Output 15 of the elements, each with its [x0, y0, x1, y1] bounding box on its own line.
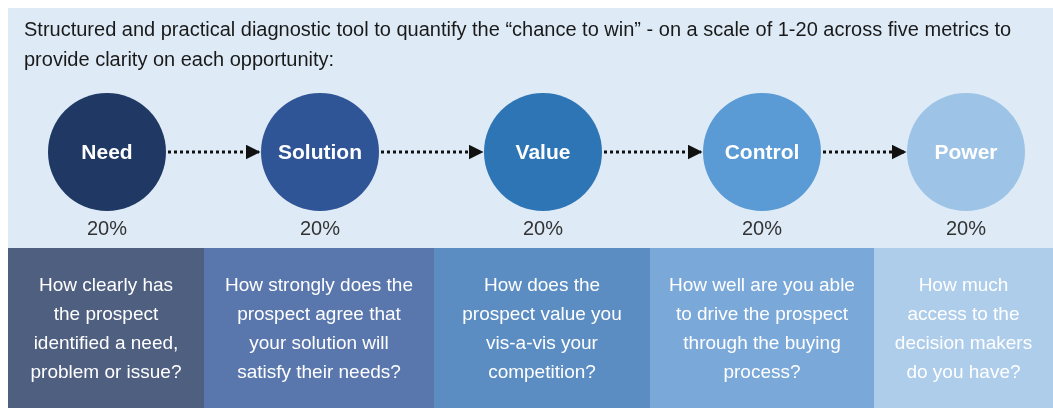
- percentage-label: 20%: [299, 217, 341, 240]
- question-text: How does the prospect value you vis-a-vis your competition?: [434, 248, 650, 408]
- question-text: How well are you able to drive the prospect through the buying process?: [650, 248, 874, 408]
- percentage-label: 20%: [86, 217, 128, 240]
- dotted-arrow: [823, 144, 907, 160]
- title-text: Structured and practical diagnostic tool to quantify the “chance to win” - on a scale of 1-20 across five metrics to provide clarity on each opportunity:: [24, 17, 1013, 72]
- percentage-label: 20%: [945, 217, 987, 240]
- percentage-label: 20%: [522, 217, 564, 240]
- question-text: How much access to the decision makers do you have?: [874, 248, 1053, 408]
- question-text: How clearly has the prospect identified a need, problem or issue?: [8, 248, 204, 408]
- percentage-label: 20%: [741, 217, 783, 240]
- dotted-arrow: [168, 144, 261, 160]
- dotted-arrow: [604, 144, 703, 160]
- question-text: How strongly does the prospect agree that your solution will satisfy their needs?: [204, 248, 434, 408]
- dotted-arrow: [381, 144, 484, 160]
